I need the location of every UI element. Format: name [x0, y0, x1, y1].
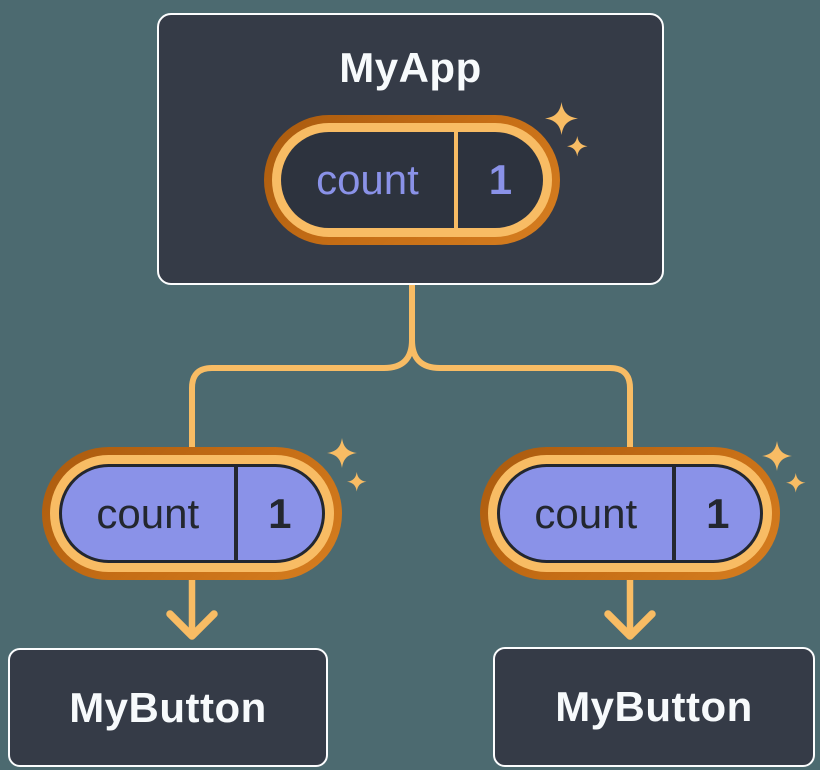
state-value: 1 — [488, 156, 513, 203]
component-title: MyButton — [69, 683, 267, 731]
prop-pill-right: count 1 — [480, 447, 780, 580]
prop-value: 1 — [268, 489, 292, 537]
arrow-down-icon — [166, 574, 218, 640]
state-pill-ring: count 1 — [272, 123, 552, 237]
prop-pill-ring: count 1 — [50, 455, 334, 572]
prop-pill-left: count 1 — [42, 447, 342, 580]
prop-name: count — [534, 489, 638, 537]
prop-value: 1 — [706, 489, 730, 537]
state-name: count — [316, 156, 419, 203]
prop-pill-ring: count 1 — [488, 455, 772, 572]
pill-divider — [233, 467, 238, 560]
connector-path-left — [189, 280, 415, 452]
pill-divider — [453, 132, 458, 228]
arrow-down-icon — [604, 574, 656, 640]
component-box-mybutton-right: MyButton — [493, 647, 815, 767]
component-box-mybutton-left: MyButton — [8, 648, 328, 767]
connector-path-right — [409, 280, 633, 452]
pill-divider — [671, 467, 676, 560]
prop-name: count — [96, 489, 200, 537]
state-pill: count 1 — [264, 115, 560, 245]
component-box-myapp: MyApp count 1 — [157, 13, 664, 285]
component-title: MyApp — [339, 44, 482, 91]
component-title: MyButton — [555, 683, 753, 730]
